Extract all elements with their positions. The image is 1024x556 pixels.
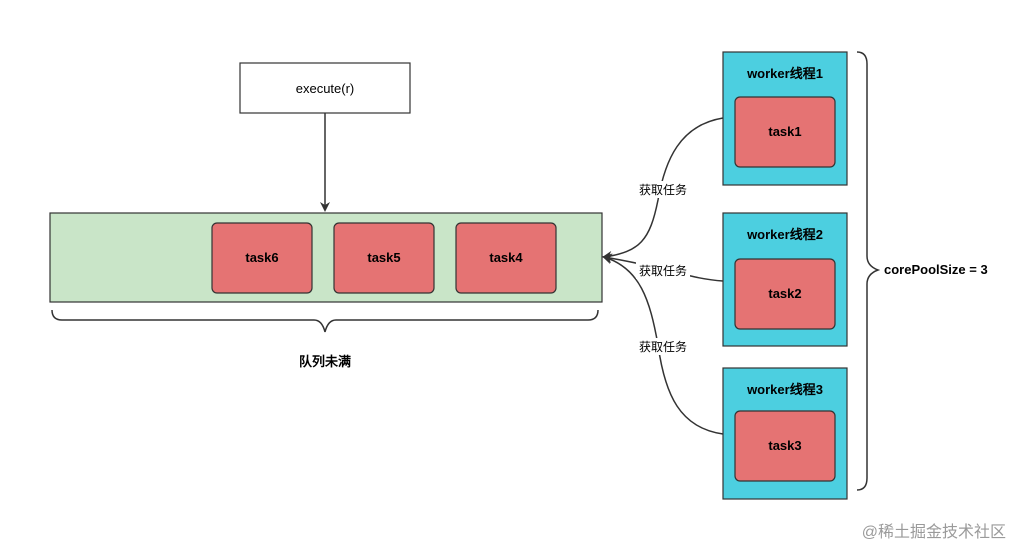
queue-task-task6: task6 — [211, 222, 313, 294]
fetch-label: 获取任务 — [639, 339, 687, 354]
worker-title: worker线程2 — [746, 227, 823, 242]
fetch-arrow-1 — [602, 117, 724, 261]
execute-node: execute(r) — [239, 62, 411, 114]
task-queue: task6 task5 task4 — [49, 212, 603, 303]
queue-task-label: task5 — [367, 250, 400, 265]
worker-2: worker线程2 task2 — [722, 212, 848, 347]
queue-task-label: task6 — [245, 250, 278, 265]
fetch-label-1-group: 获取任务 — [636, 181, 690, 198]
worker-title: worker线程1 — [746, 66, 823, 81]
queue-brace — [51, 309, 599, 333]
core-pool-label: corePoolSize = 3 — [884, 262, 988, 277]
fetch-label: 获取任务 — [639, 263, 687, 278]
worker-title: worker线程3 — [746, 382, 823, 397]
worker-task-label: task3 — [768, 438, 801, 453]
queue-task-task5: task5 — [333, 222, 435, 294]
worker-task-label: task2 — [768, 286, 801, 301]
worker-task-label: task1 — [768, 124, 801, 139]
fetch-label-3-group: 获取任务 — [636, 338, 690, 355]
fetch-label-2-group: 获取任务 — [636, 262, 690, 279]
queue-task-task4: task4 — [455, 222, 557, 294]
worker-3: worker线程3 task3 — [722, 367, 848, 500]
core-pool-brace — [856, 51, 881, 491]
worker-1: worker线程1 task1 — [722, 51, 848, 186]
queue-caption: 队列未满 — [299, 354, 351, 369]
execute-label: execute(r) — [296, 81, 355, 96]
fetch-label: 获取任务 — [639, 182, 687, 197]
queue-task-label: task4 — [489, 250, 523, 265]
watermark-text: @稀土掘金技术社区 — [862, 523, 1006, 541]
